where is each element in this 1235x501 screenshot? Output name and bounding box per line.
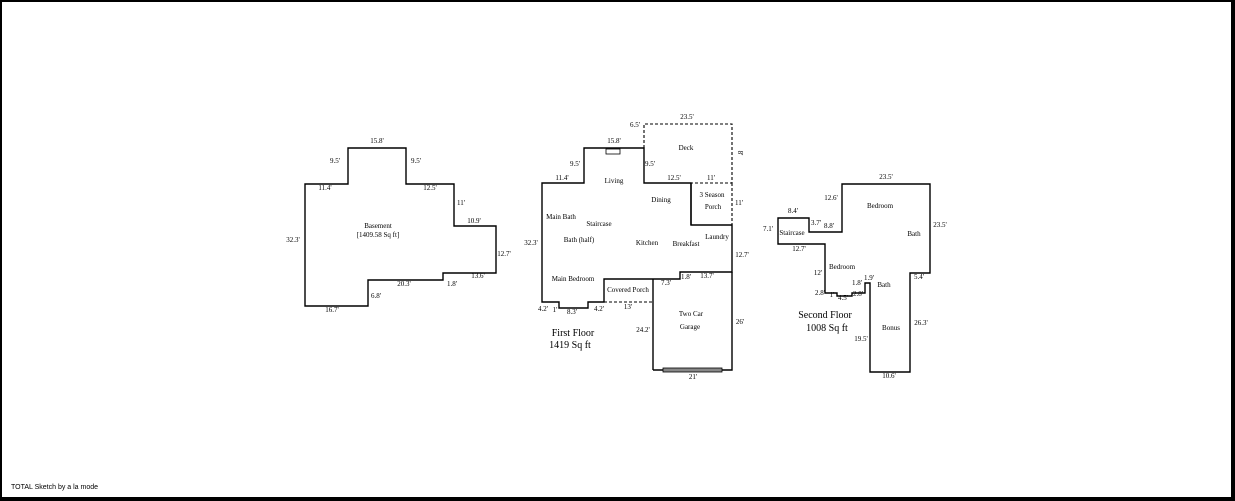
dim-label: 11' <box>735 199 743 207</box>
dim-label: 12.5' <box>423 184 437 192</box>
dim-label: 2.8' <box>815 289 825 297</box>
dim-label: 11.4' <box>555 174 568 182</box>
dim-label: 4.5' <box>838 294 848 302</box>
room-label: Kitchen <box>636 239 659 247</box>
room-label: Bedroom <box>829 263 856 271</box>
dim-label: 6.8' <box>371 292 381 300</box>
dim-label: 13' <box>624 303 632 311</box>
dim-label: 4.2' <box>594 305 604 313</box>
software-credit: TOTAL Sketch by a la mode <box>11 484 99 491</box>
room-label: Main Bedroom <box>552 275 595 283</box>
dim-label: 13.6' <box>471 272 485 280</box>
garage-door <box>662 367 723 373</box>
dim-label: 4.2' <box>538 305 548 313</box>
dim-label: 12.7' <box>792 245 806 253</box>
dim-label: 6.5' <box>630 121 640 129</box>
room-label: Porch <box>705 203 722 211</box>
dim-label: 32.3' <box>524 239 538 247</box>
room-label: Living <box>605 177 624 185</box>
dim-label: 2.8' <box>853 290 863 298</box>
dim-label: 21' <box>689 373 697 381</box>
dim-label: 9.5' <box>411 157 421 165</box>
deck-outline <box>643 123 733 184</box>
room-label: Breakfast <box>673 240 700 248</box>
dim-label: 26' <box>736 318 744 326</box>
second-floor-area: 1008 Sq ft <box>806 323 848 334</box>
dim-label: 12.7' <box>497 250 511 258</box>
dim-label: 26.3' <box>914 319 928 327</box>
dim-label: 5.4' <box>914 273 924 281</box>
first-floor-title: First Floor <box>552 328 595 339</box>
first-floor-area: 1419 Sq ft <box>549 340 591 351</box>
room-label: Deck <box>679 144 694 152</box>
basement-room-label: Basement <box>364 222 392 230</box>
dim-label: 12.7' <box>735 251 749 259</box>
room-label: Bedroom <box>867 202 894 210</box>
dim-label: 12.5' <box>667 174 681 182</box>
second-floor-plan: Bedroom Bath Staircase Bedroom Bath Bonu… <box>763 173 947 380</box>
dim-label: 8.4' <box>788 207 798 215</box>
dim-label: 11' <box>457 199 465 207</box>
dim-label: 7.3' <box>661 279 671 287</box>
second-floor-title: Second Floor <box>798 310 852 321</box>
room-label: Bath <box>907 230 921 238</box>
room-label: Bath <box>877 281 891 289</box>
dim-label: 1.8' <box>852 279 862 287</box>
dim-label: 3.7' <box>811 219 821 227</box>
second-floor-outline <box>777 183 931 373</box>
dim-label: 11.4' <box>318 184 331 192</box>
dim-label: 1.8' <box>447 280 457 288</box>
dim-label: 8' <box>736 151 744 156</box>
basement-outline <box>304 147 497 307</box>
dim-label: 23.5' <box>879 173 893 181</box>
dim-label: 1.9' <box>864 274 874 282</box>
dim-label: 1' <box>553 306 558 314</box>
dim-label: 32.3' <box>286 236 300 244</box>
dim-label: 8.3' <box>567 308 577 316</box>
dim-label: 13.7' <box>700 272 714 280</box>
dim-label: 10.9' <box>467 217 481 225</box>
room-label: Bath (half) <box>564 236 595 244</box>
dim-label: 15.8' <box>370 137 384 145</box>
dim-label: 12.6' <box>824 194 838 202</box>
dim-label: 9.5' <box>645 160 655 168</box>
room-label: Bonus <box>882 324 900 332</box>
room-label: Staircase <box>586 220 611 228</box>
dim-label: 12' <box>814 269 822 277</box>
fireplace <box>605 148 621 155</box>
dim-label: 1.8' <box>681 273 691 281</box>
dim-label: 16.7' <box>325 306 339 314</box>
first-floor-outline <box>541 147 733 309</box>
dim-label: 9.5' <box>570 160 580 168</box>
dim-label: 10.6' <box>882 372 896 380</box>
dim-label: 24.2' <box>636 326 650 334</box>
dim-label: 11' <box>707 174 715 182</box>
dim-label: 19.5' <box>854 335 868 343</box>
basement-area-label: [1409.58 Sq ft] <box>357 231 400 239</box>
room-label: 3 Season <box>699 191 725 199</box>
room-label: Staircase <box>779 229 804 237</box>
room-label: Main Bath <box>546 213 576 221</box>
basement-plan: Basement [1409.58 Sq ft] 15.8' 9.5' 9.5'… <box>286 137 511 314</box>
dim-label: 9.5' <box>330 157 340 165</box>
room-label: Laundry <box>705 233 729 241</box>
room-label: Garage <box>680 323 700 331</box>
first-floor-plan: Living Deck Dining 3 Season Porch Main B… <box>524 113 749 381</box>
room-label: Dining <box>651 196 671 204</box>
room-label: Covered Porch <box>607 286 649 294</box>
room-label: Two Car <box>679 310 704 318</box>
dim-label: 1' <box>830 291 835 299</box>
dim-label: 7.1' <box>763 225 773 233</box>
dim-label: 20.3' <box>397 280 411 288</box>
dim-label: 23.5' <box>933 221 947 229</box>
dim-label: 15.8' <box>607 137 621 145</box>
dim-label: 23.5' <box>680 113 694 121</box>
dim-label: 8.8' <box>824 222 834 230</box>
